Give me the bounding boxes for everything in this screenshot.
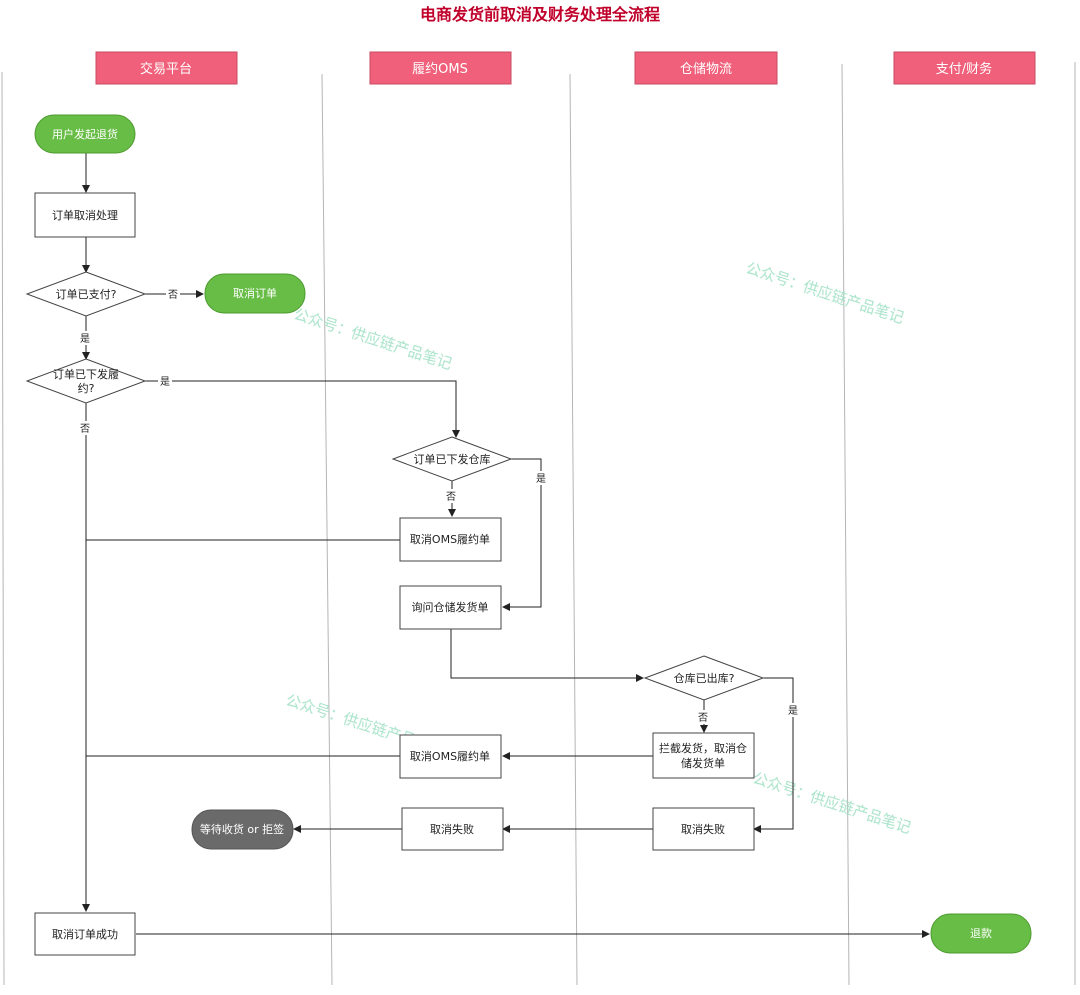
- node-query-warehouse: 询问仓储发货单: [399, 585, 502, 630]
- node-cancel-oms-1: 取消OMS履约单: [399, 517, 502, 562]
- decision-dispatched: 订单已下发履 约?: [25, 358, 147, 404]
- node-label: 取消OMS履约单: [410, 749, 490, 763]
- edge: [450, 629, 644, 682]
- node-label: 取消失败: [430, 822, 474, 836]
- node-cancel-order: 取消订单: [204, 273, 306, 314]
- edge: [145, 380, 460, 438]
- node-fail-warehouse: 取消失败: [652, 807, 755, 851]
- lane-dividers: [1, 62, 1076, 986]
- edge-labels: 否 是 是 否 否 是 否 是: [78, 287, 800, 724]
- node-label: 取消订单: [233, 286, 277, 300]
- decision-paid: 订单已支付?: [25, 271, 147, 317]
- lane-header-oms: 履约OMS: [369, 51, 512, 85]
- edge-label-yes: 是: [788, 705, 798, 717]
- watermark: 公众号：供应链产品笔记: [744, 259, 907, 327]
- lane-divider: [1, 71, 5, 986]
- edge-label-yes: 是: [536, 473, 546, 485]
- lane-header-trade: 交易平台: [95, 51, 238, 85]
- edge-label-no: 否: [80, 423, 90, 435]
- node-label: 订单取消处理: [52, 208, 118, 222]
- watermark: 公众号：供应链产品笔记: [751, 769, 914, 837]
- node-label: 等待收货 or 拒签: [200, 822, 284, 836]
- node-label: 询问仓储发货单: [412, 600, 489, 614]
- watermark: 公众号：供应链产品笔记: [292, 305, 455, 373]
- node-cancel-oms-2: 取消OMS履约单: [399, 734, 502, 779]
- node-label: 约?: [78, 382, 95, 395]
- edge: [753, 677, 794, 833]
- watermarks: 公众号：供应链产品笔记 公众号：供应链产品笔记 公众号：供应链产品笔记 公众号：…: [284, 259, 914, 837]
- edge-label-yes: 是: [160, 376, 170, 388]
- node-label: 取消OMS履约单: [410, 532, 490, 546]
- edge-label-no: 否: [698, 712, 708, 724]
- node-label: 订单已下发履: [53, 367, 119, 381]
- lane-label: 履约OMS: [412, 62, 468, 77]
- lane-divider: [569, 73, 578, 986]
- edge-label-yes: 是: [80, 333, 90, 345]
- node-cancel-success: 取消订单成功: [34, 912, 136, 956]
- node-label: 取消失败: [681, 822, 725, 836]
- diagram-title: 电商发货前取消及财务处理全流程: [420, 5, 660, 24]
- edge-label-no: 否: [168, 289, 178, 301]
- node-label: 订单已支付?: [56, 288, 117, 301]
- lane-header-finance: 支付/财务: [893, 51, 1036, 85]
- edge: [502, 458, 542, 611]
- lane-label: 仓储物流: [680, 62, 732, 77]
- decision-outbound: 仓库已出库?: [643, 655, 765, 701]
- node-refund: 退款: [930, 913, 1032, 954]
- edge-label-no: 否: [446, 491, 456, 503]
- lane-label: 支付/财务: [936, 61, 992, 77]
- node-label: 储发货单: [681, 756, 725, 770]
- node-fail-oms: 取消失败: [401, 807, 504, 851]
- lane-label: 交易平台: [140, 61, 192, 77]
- node-label: 用户发起退货: [52, 127, 118, 141]
- connectors: [82, 153, 930, 938]
- node-await: 等待收货 or 拒签: [191, 809, 294, 850]
- node-label: 退款: [970, 926, 992, 940]
- node-label: 仓库已出库?: [674, 671, 735, 685]
- node-label: 订单已下发仓库: [414, 452, 491, 466]
- lane-header-warehouse: 仓储物流: [634, 51, 778, 85]
- lane-divider: [841, 63, 850, 986]
- lane-divider: [321, 73, 333, 986]
- node-intercept: 拦截发货，取消仓 储发货单: [652, 732, 755, 779]
- node-label: 拦截发货，取消仓: [659, 741, 747, 755]
- node-order-cancel: 订单取消处理: [34, 192, 136, 238]
- decision-sent-warehouse: 订单已下发仓库: [391, 436, 513, 482]
- node-label: 取消订单成功: [52, 927, 118, 941]
- node-start: 用户发起退货: [34, 114, 136, 154]
